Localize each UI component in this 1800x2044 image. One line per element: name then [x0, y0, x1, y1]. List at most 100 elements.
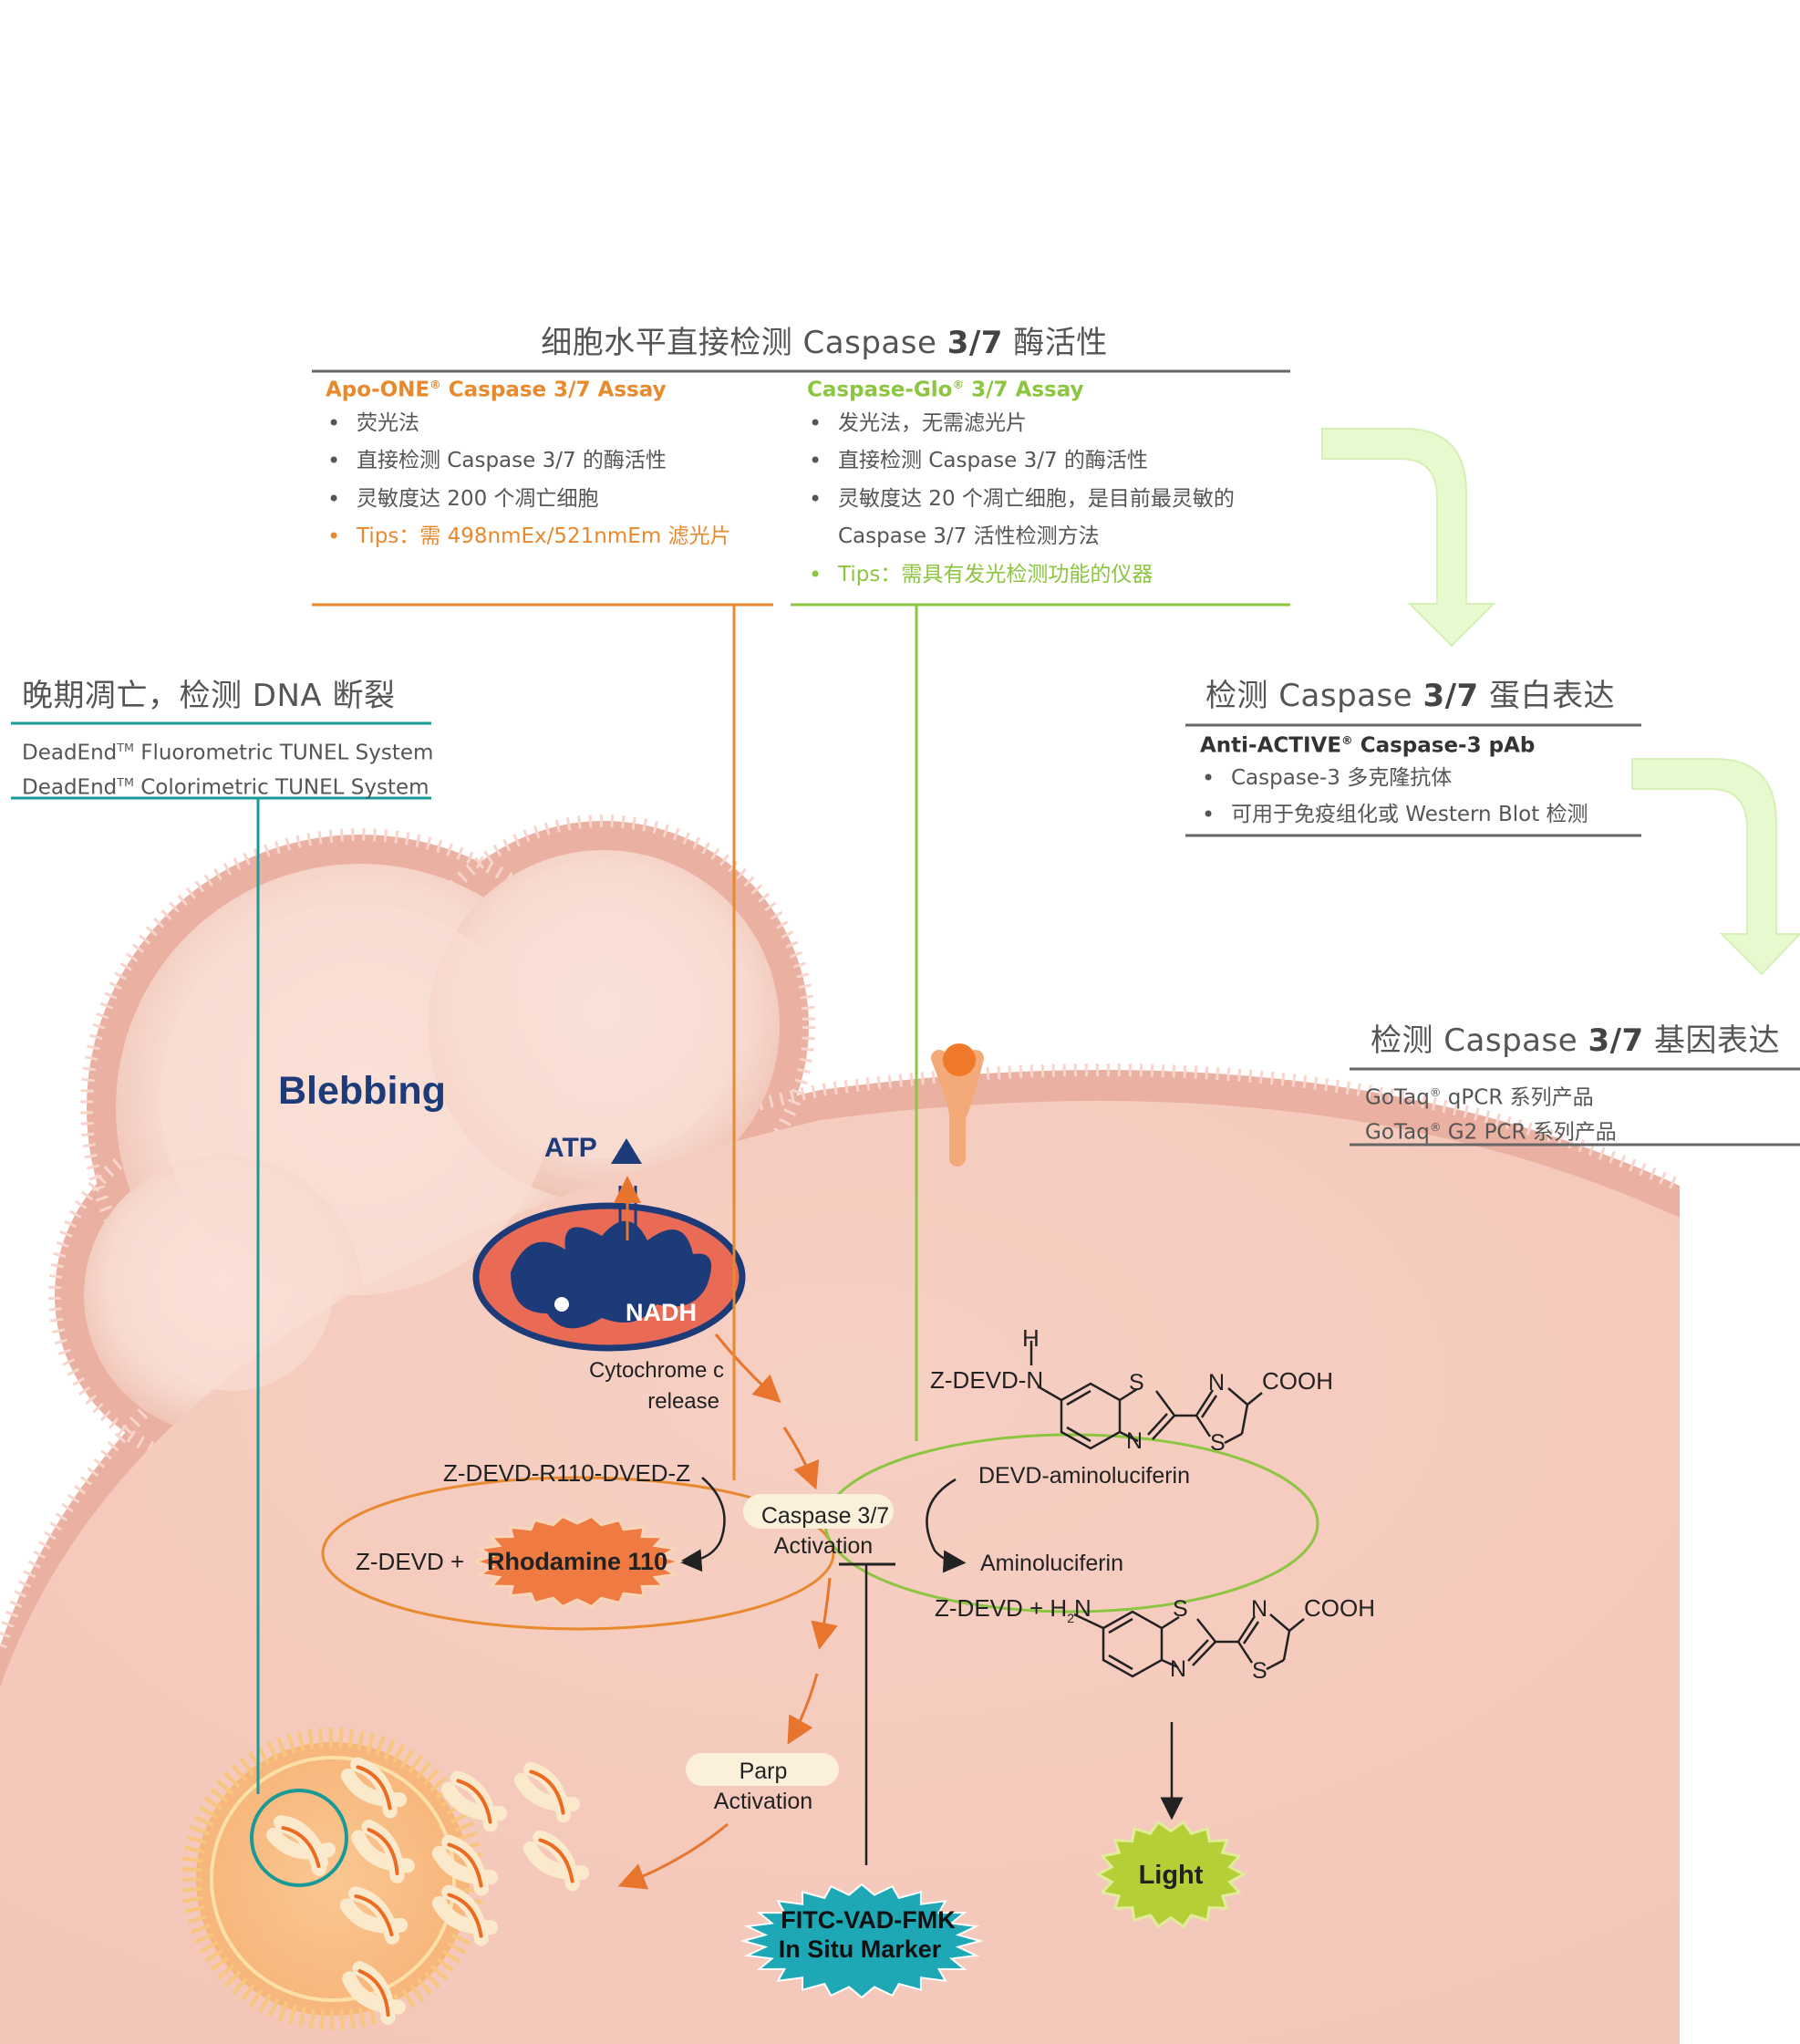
cyto-release-arrow-2 [782, 1427, 820, 1490]
chem-bottom-n1: N [1170, 1656, 1186, 1682]
devd-aminoluciferin-label: DEVD-aminoluciferin [978, 1463, 1190, 1489]
apo-one-name: Apo-ONE [326, 378, 430, 402]
caspase-glo-heading: Caspase-Glo® 3/7 Assay [807, 378, 1235, 402]
fitc-label-2: In Situ Marker [779, 1935, 942, 1963]
cytochrome-label-1: Cytochrome c [589, 1358, 724, 1383]
direct-title-bold: 3/7 [947, 325, 1003, 361]
caspase-glo-reg: ® [952, 378, 965, 391]
cytochrome-label-2: release [647, 1389, 719, 1414]
chem-bottom-amine-n: N [1074, 1594, 1091, 1622]
apo-one-reaction-ellipse [321, 1476, 835, 1631]
parp-label-1: Parp [740, 1759, 788, 1784]
green-curve-arrow-1 [1321, 428, 1496, 648]
rhodamine-110-label: Rhodamine 110 [487, 1548, 667, 1575]
parp-label-2: Activation [714, 1789, 812, 1814]
chem-bottom-prefix: Z-DEVD + H2N [935, 1594, 1091, 1625]
gotaq-g2-line: GoTaq® G2 PCR 系列产品 [1365, 1113, 1780, 1147]
chem-bottom-s1: S [1173, 1596, 1188, 1622]
protein-expression-panel: 检测 Caspase 3/7 蛋白表达 Anti-ACTIVE® Caspase… [1200, 670, 1615, 830]
apo-one-tip: Tips：需 498nmEx/521nmEm 滤光片 [326, 518, 731, 556]
chem-bottom-cooh: COOH [1304, 1594, 1375, 1622]
chem-top-s1: S [1129, 1370, 1144, 1396]
anti-active-name-rest: Caspase-3 pAb [1352, 733, 1536, 758]
deadend-colorimetric-rest: Colorimetric TUNEL System [133, 775, 429, 800]
gene-title-suffix: 基因表达 [1643, 1022, 1780, 1059]
protein-title-prefix: 检测 Caspase [1205, 678, 1423, 714]
direct-title-suffix: 酶活性 [1002, 325, 1108, 361]
gene-title-prefix: 检测 Caspase [1371, 1022, 1588, 1059]
atp-arrow [614, 1176, 641, 1250]
gotaq-reg: ® [1429, 1085, 1442, 1099]
fitc-label-1: FITC-VAD-FMK [781, 1906, 956, 1934]
apo-one-panel: Apo-ONE® Caspase 3/7 Assay 荧光法 直接检测 Casp… [326, 378, 731, 556]
nucleus [181, 1728, 590, 2030]
deadend-colorimetric-line: DeadEndTM Colorimetric TUNEL System [22, 768, 433, 803]
nadh-label: NADH [626, 1299, 697, 1326]
caspase-glo-item: 发光法，无需滤光片 [807, 405, 1235, 443]
receptor-icon [931, 1043, 984, 1167]
r110-substrate-label: Z-DEVD-R110-DVED-Z [443, 1459, 690, 1487]
tunel-highlight-circle [250, 1789, 348, 1887]
deadend-name: DeadEnd [22, 741, 118, 765]
chem-bottom-n2: N [1251, 1596, 1267, 1622]
gene-title-bold: 3/7 [1588, 1022, 1644, 1059]
mitochondrion [472, 1202, 746, 1352]
caspase-glo-item: 灵敏度达 20 个凋亡细胞，是目前最灵敏的 [807, 481, 1235, 519]
protein-item: Caspase-3 多克隆抗体 [1200, 758, 1615, 799]
anti-active-heading: Anti-ACTIVE® Caspase-3 pAb [1200, 733, 1615, 758]
blebbing-label: Blebbing [278, 1069, 446, 1113]
gene-expression-panel: 检测 Caspase 3/7 基因表达 GoTaq® qPCR 系列产品 GoT… [1365, 1015, 1780, 1147]
zdevd-plus-label: Z-DEVD + [356, 1548, 464, 1575]
chem-structure-bottom [1073, 1610, 1305, 1678]
apo-one-item: 灵敏度达 200 个凋亡细胞 [326, 481, 731, 519]
apo-one-reg: ® [429, 378, 441, 391]
caspase-glo-list: 发光法，无需滤光片 直接检测 Caspase 3/7 的酶活性 灵敏度达 20 … [807, 405, 1235, 595]
apo-one-heading: Apo-ONE® Caspase 3/7 Assay [326, 378, 731, 402]
caspase-to-parp-arrow-1 [811, 1577, 838, 1650]
atp-triangle-icon [611, 1138, 642, 1164]
direct-title-prefix: 细胞水平直接检测 Caspase [541, 325, 947, 361]
direct-panel-title: 细胞水平直接检测 Caspase 3/7 酶活性 [312, 317, 1291, 362]
gotaq-qpcr-rest: qPCR 系列产品 [1441, 1085, 1594, 1110]
apo-one-item: 直接检测 Caspase 3/7 的酶活性 [326, 442, 731, 481]
protein-item: 可用于免疫组化或 Western Blot 检测 [1200, 799, 1615, 830]
rhodamine-110-starburst [471, 1514, 684, 1609]
green-curve-arrow-2 [1631, 758, 1800, 976]
chem-top-n1: N [1126, 1428, 1143, 1454]
aminoluciferin-label: Aminoluciferin [980, 1551, 1123, 1576]
parp-pill [686, 1753, 839, 1786]
caspase-pill [743, 1494, 894, 1529]
gotaq-name: GoTaq [1365, 1085, 1430, 1110]
chem-top-cooh: COOH [1262, 1367, 1333, 1395]
gotaq-name: GoTaq [1365, 1120, 1430, 1145]
protein-list: Caspase-3 多克隆抗体 可用于免疫组化或 Western Blot 检测 [1200, 758, 1615, 830]
apo-one-name-rest: Caspase 3/7 Assay [440, 378, 667, 402]
chem-top-n2: N [1208, 1370, 1225, 1396]
gene-panel-title: 检测 Caspase 3/7 基因表达 [1371, 1015, 1780, 1060]
light-starburst [1094, 1820, 1247, 1929]
gotaq-g2-rest: G2 PCR 系列产品 [1441, 1120, 1617, 1145]
deadend-tm: TM [117, 741, 134, 754]
caspase-glo-tip: Tips：需具有发光检测功能的仪器 [807, 556, 1235, 595]
dna-panel-title: 晚期凋亡，检测 DNA 断裂 [22, 678, 396, 714]
apo-one-list: 荧光法 直接检测 Caspase 3/7 的酶活性 灵敏度达 200 个凋亡细胞… [326, 405, 731, 556]
caspase-glo-item-continued: Caspase 3/7 活性检测方法 [838, 524, 1100, 549]
deadend-fluorometric-rest: Fluorometric TUNEL System [133, 741, 434, 765]
chem-top-prefix: Z-DEVD-N [930, 1366, 1043, 1394]
dna-fragments [266, 1757, 590, 2025]
cyto-release-arrow-1 [714, 1333, 781, 1404]
caspase-to-parp-arrow-2 [787, 1673, 819, 1745]
chem-bottom-subscript: 2 [1067, 1611, 1074, 1625]
protein-title-suffix: 蛋白表达 [1478, 678, 1615, 714]
apo-one-item: 荧光法 [326, 405, 731, 443]
chem-top-h: H [1022, 1324, 1040, 1352]
atp-label: ATP [544, 1133, 597, 1163]
anti-active-name: Anti-ACTIVE [1200, 733, 1342, 758]
direct-caspase-panel: 细胞水平直接检测 Caspase 3/7 酶活性 [312, 317, 1291, 362]
protein-panel-title: 检测 Caspase 3/7 蛋白表达 [1205, 670, 1615, 715]
chem-top-s2: S [1210, 1430, 1226, 1456]
luciferin-cleave-arrow [926, 1478, 967, 1573]
anti-active-reg: ® [1341, 733, 1353, 747]
gotaq-reg: ® [1429, 1119, 1442, 1134]
